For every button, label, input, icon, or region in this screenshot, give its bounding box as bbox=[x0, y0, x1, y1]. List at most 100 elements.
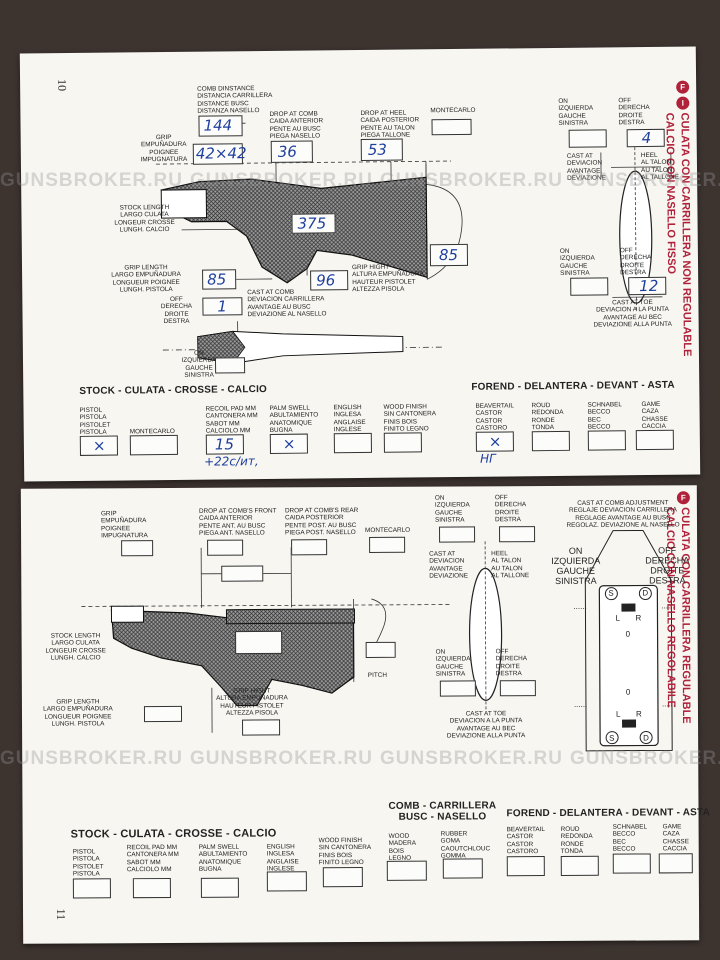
plate-s-top: S bbox=[608, 588, 614, 598]
pitch-box[interactable] bbox=[365, 641, 396, 658]
drop-at-comb-box[interactable]: 36 bbox=[270, 140, 313, 163]
beavertail-box[interactable] bbox=[506, 856, 545, 877]
comb-wood-box[interactable] bbox=[386, 860, 427, 881]
drop-front-box[interactable] bbox=[207, 539, 244, 556]
stock-length-box[interactable]: 375 bbox=[291, 213, 336, 234]
heel-off-box[interactable] bbox=[499, 526, 536, 543]
page-number: 10 bbox=[55, 79, 70, 92]
toe-off-box[interactable]: 12 bbox=[628, 276, 667, 296]
grip-box[interactable]: 42×42 bbox=[192, 143, 247, 165]
badge-f: F bbox=[676, 80, 690, 94]
grip-hight-box[interactable]: 96 bbox=[310, 270, 349, 291]
label-beavertail: BEAVERTAIL CASTOR CASTOR CASTORO bbox=[506, 826, 545, 856]
toe-on-box[interactable] bbox=[439, 680, 476, 697]
comb-rubber-box[interactable] bbox=[442, 858, 483, 879]
label-r-on-left-top: ON IZQUIERDA GAUCHE SINISTRA bbox=[434, 494, 470, 524]
label-round: ROUD REDONDA RONDE TONDA bbox=[531, 402, 564, 432]
grip-hight-box[interactable] bbox=[242, 719, 281, 736]
plate-l-bot: L bbox=[615, 709, 621, 719]
montecarlo-opt-box[interactable] bbox=[129, 434, 178, 456]
game-box[interactable] bbox=[658, 853, 693, 874]
label-wood: WOOD FINISH SIN CANTONERA FINIS BOIS FIN… bbox=[318, 836, 372, 867]
label-r-off-right-bot: OFF DERECHA DROITE DESTRA bbox=[495, 648, 527, 678]
round-box[interactable] bbox=[531, 430, 570, 452]
label-r-off-right-bot: OFF DERECHA DROITE DESTRA bbox=[619, 247, 652, 277]
label-r-off-right-top: OFF DERECHA DROITE DESTRA bbox=[618, 97, 650, 127]
game-box[interactable] bbox=[635, 429, 674, 451]
schnabel-box[interactable] bbox=[587, 430, 626, 451]
pitch-box[interactable]: 85 bbox=[429, 243, 469, 267]
comb-length-box[interactable] bbox=[221, 565, 264, 582]
label-pistol: PISTOL PISTOLA PISTOLET PISTOLA bbox=[79, 406, 111, 436]
beavertail-box[interactable]: × bbox=[475, 431, 514, 452]
label-r-on-left-bot: ON IZQUIERDA GAUCHE SINISTRA bbox=[559, 247, 595, 277]
comb-section-title: COMB - CARRILLERA BUSC - NASELLO bbox=[388, 800, 497, 823]
plate-d-bot: D bbox=[643, 733, 649, 743]
label-drop-at-comb: DROP AT COMB CAIDA ANTERIOR PENTE AU BUS… bbox=[269, 110, 324, 140]
wood-box[interactable] bbox=[383, 432, 422, 453]
plate-dots-3: ...... bbox=[573, 699, 588, 709]
plate-dots-2: ...... bbox=[661, 601, 675, 611]
label-comb-distance: COMB DINSTANCE DISTANCIA CARRILLERA DIST… bbox=[197, 85, 273, 115]
round-box[interactable] bbox=[560, 855, 599, 876]
watermark-top-3: GUNSBROKER.RU bbox=[380, 170, 563, 191]
label-english: ENGLISH INGLESA ANGLAISE INGLESE bbox=[266, 843, 299, 873]
label-montecarlo: MONTECARLO bbox=[430, 106, 476, 115]
label-palm: PALM SWELL ABULTAMIENTO ANATOMIQUE BUGNA bbox=[198, 843, 248, 873]
watermark-bot-1: GUNSBROKER.RU bbox=[0, 748, 183, 769]
label-game: GAME CAZA CHASSE CACCIA bbox=[662, 823, 689, 853]
montecarlo-box[interactable] bbox=[431, 118, 472, 136]
label-stock-length: STOCK LENGTH LARGO CULATA LONGEUR CROSSE… bbox=[114, 203, 175, 234]
grip-length-box[interactable]: 85 bbox=[202, 269, 237, 290]
montecarlo-box[interactable] bbox=[369, 536, 406, 553]
label-r-on-left-bot: ON IZQUIERDA GAUCHE SINISTRA bbox=[435, 648, 471, 678]
palm-box[interactable]: × bbox=[269, 433, 308, 454]
page-number: 11 bbox=[54, 908, 69, 921]
label-cast-at-comb: CAST AT COMB DEVIACION CARRILLERA AVANTA… bbox=[247, 288, 327, 319]
label-drop-rear: DROP AT COMB'S REAR CAIDA POSTERIOR PENT… bbox=[284, 507, 359, 537]
palm-box[interactable] bbox=[200, 877, 239, 898]
label-r-on-left-top: ON IZQUIERDA GAUCHE SINISTRA bbox=[558, 97, 594, 127]
label-palm: PALM SWELL ABULTAMIENTO ANATOMIQUE BUGNA bbox=[269, 404, 319, 434]
drop-rear-box[interactable] bbox=[291, 539, 328, 556]
toe-on-box[interactable] bbox=[570, 277, 609, 296]
stock-section-title: STOCK - CULATA - CROSSE - CALCIO bbox=[79, 383, 268, 397]
english-box[interactable] bbox=[266, 871, 307, 892]
pistol-box[interactable] bbox=[72, 878, 111, 899]
cast-off-box[interactable]: 1 bbox=[202, 297, 243, 316]
schnabel-box[interactable] bbox=[612, 853, 651, 874]
plate-dots-1: ...... bbox=[573, 601, 587, 611]
top-page: 10 F I CULATA CON CARRILLERA NON REGULAB… bbox=[19, 46, 701, 482]
watermark-top-4: GUNSBROKER.RU bbox=[570, 170, 720, 191]
label-round: ROUD REDONDA RONDE TONDA bbox=[560, 825, 593, 855]
recoil-box[interactable] bbox=[132, 877, 171, 899]
recoil-note: +22c/ит, bbox=[203, 454, 259, 469]
label-cast-at-toe: CAST AT TOE DEVIACION A LA PUNTA AVANTAG… bbox=[446, 710, 526, 740]
english-box[interactable] bbox=[333, 432, 372, 454]
toe-off-box[interactable] bbox=[499, 680, 536, 697]
pistol-box[interactable]: × bbox=[79, 435, 118, 456]
grip-box[interactable] bbox=[121, 540, 154, 557]
grip-length-box[interactable] bbox=[143, 705, 183, 723]
heel-on-box[interactable] bbox=[439, 526, 476, 543]
comb-distance-box[interactable]: 144 bbox=[198, 115, 243, 137]
plate-r-top: R bbox=[635, 613, 642, 623]
watermark-top-1: GUNSBROKER.RU bbox=[0, 170, 183, 191]
label-drop-front: DROP AT COMB'S FRONT CAIDA ANTERIOR PENT… bbox=[198, 507, 277, 537]
side-title-1: CULATA CON CARRILLERA REGULABLE bbox=[678, 507, 693, 724]
wood-box[interactable] bbox=[322, 866, 363, 888]
label-schnabel: SCHNABEL BECCO BEC BECCO bbox=[612, 823, 648, 853]
watermark-bot-3: GUNSBROKER.RU bbox=[380, 748, 563, 769]
heel-on-box[interactable] bbox=[568, 129, 607, 148]
plate-zero-bot: 0 bbox=[625, 687, 631, 697]
label-pistol: PISTOL PISTOLA PISTOLET PISTOLA bbox=[72, 848, 104, 878]
label-game: GAME CAZA CHASSE CACCIA bbox=[641, 400, 668, 430]
heel-off-box[interactable]: 4 bbox=[626, 128, 665, 148]
beavertail-note: НГ bbox=[479, 451, 496, 466]
label-montecarlo: MONTECARLO bbox=[365, 526, 411, 534]
label-drop-at-heel: DROP AT HEEL CAIDA POSTERIOR PENTE AU TA… bbox=[360, 109, 420, 139]
cast-on-box[interactable] bbox=[214, 357, 246, 374]
drop-at-heel-box[interactable]: 53 bbox=[360, 138, 403, 161]
label-english: ENGLISH INGLESA ANGLAISE INGLESE bbox=[333, 403, 366, 434]
recoil-box[interactable]: 15 bbox=[205, 434, 244, 455]
